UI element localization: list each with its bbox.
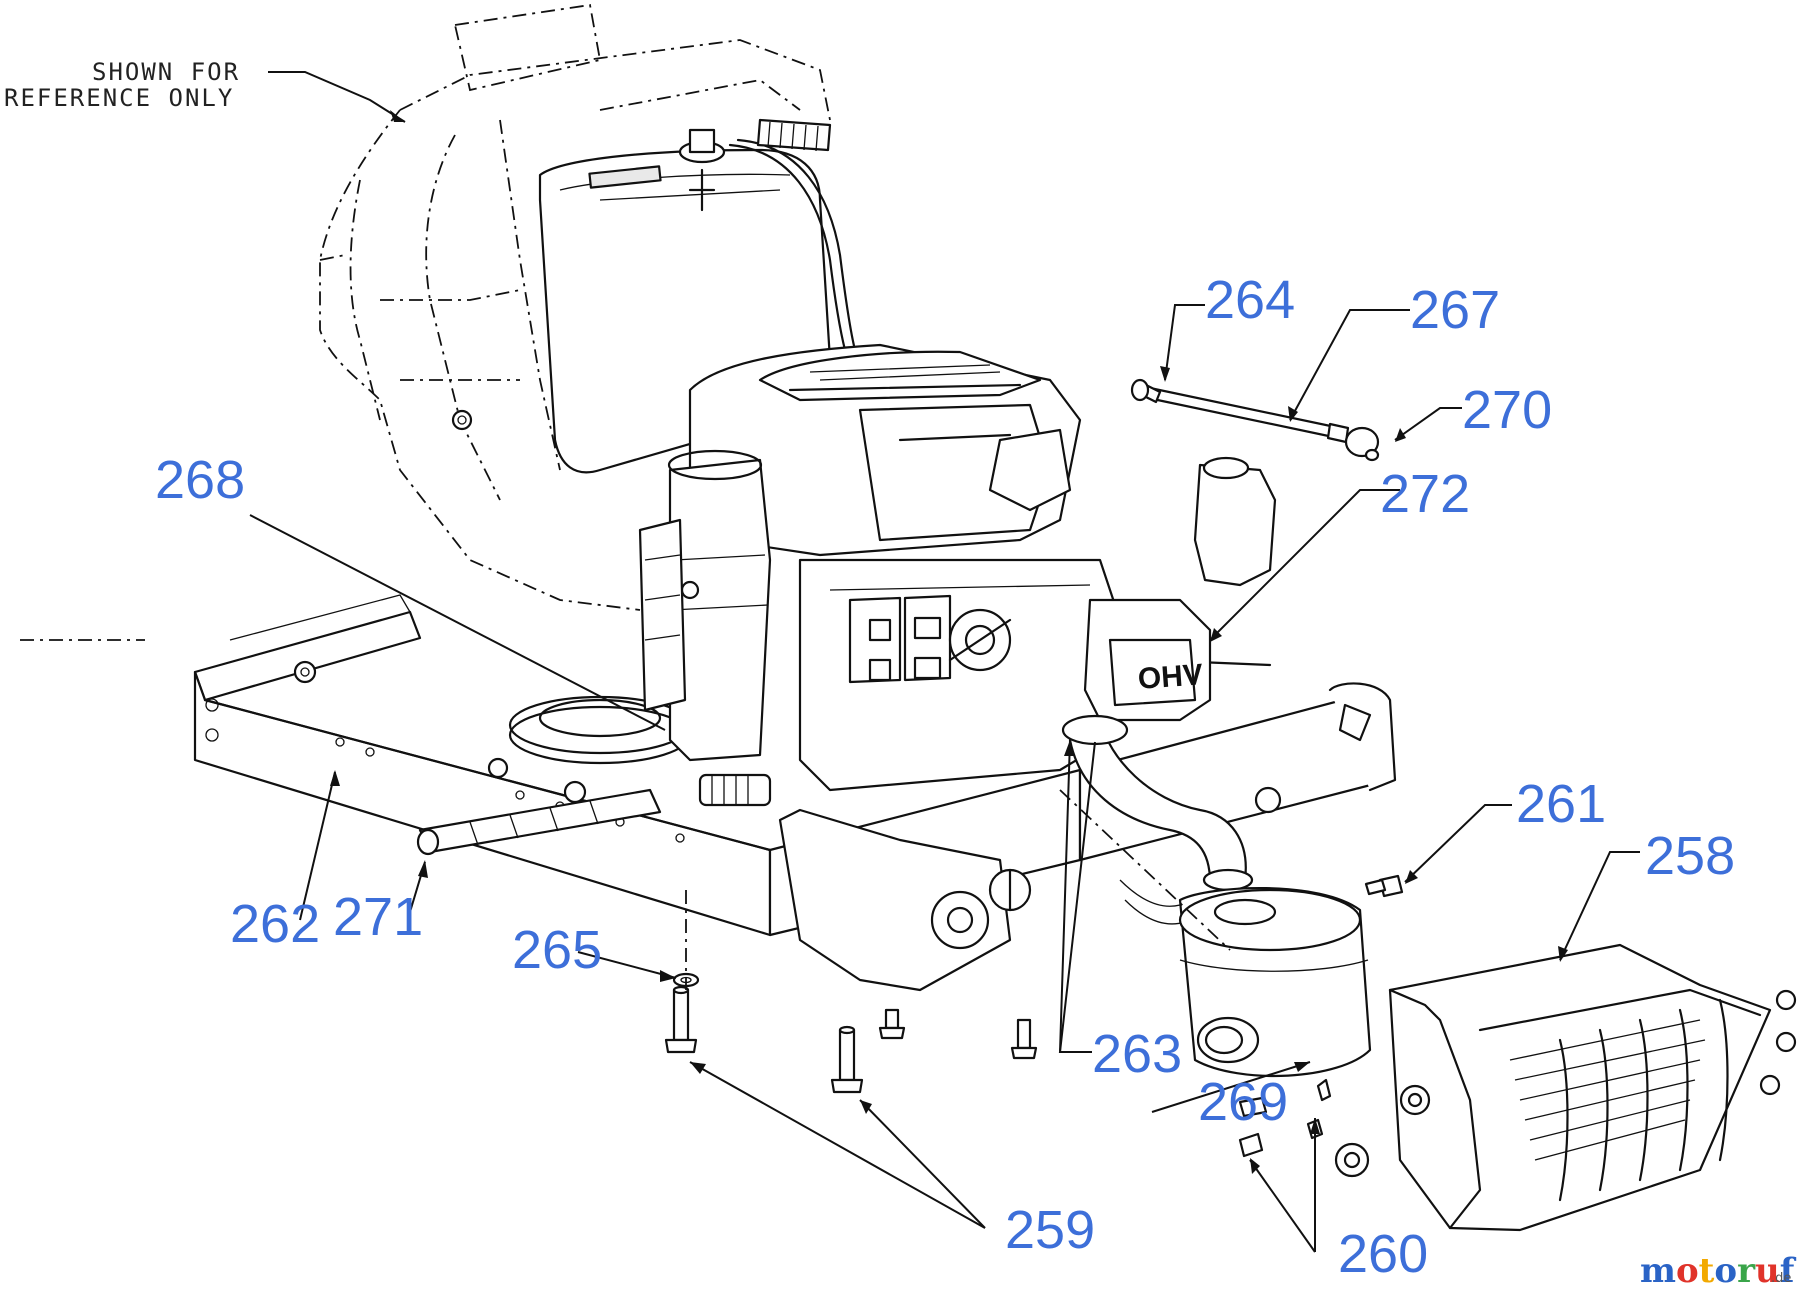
bolt-261 [1364,874,1404,898]
axle-rod [416,788,662,856]
callout-267: 267 [1410,280,1500,340]
callout-265: 265 [512,920,602,980]
logo-letter: f [1780,1251,1797,1291]
bolt-frame-a [1010,1018,1038,1060]
exhaust-system [1061,714,1372,1078]
reference-note-line-2: REFERENCE ONLY [4,84,234,112]
tractor-frame [193,594,1397,992]
bolt-frame-b [878,1008,906,1040]
watermark-logo: motoruf .de [1640,1251,1797,1291]
svg-text:motoruf: motoruf [1640,1251,1797,1291]
seat-fender-reference [319,3,831,611]
reference-note-line-1: SHOWN FOR [92,58,240,86]
callout-264: 264 [1205,270,1295,330]
callout-270: 270 [1462,380,1552,440]
connector-plug [698,773,772,807]
bolt-259a [664,985,698,1054]
logo-letter: m [1640,1251,1676,1291]
callout-271: 271 [333,887,423,947]
logo-letter: o [1714,1251,1737,1291]
valve-cover: OHV [1083,598,1212,722]
leader-lines [249,71,1640,1253]
engine: OHV [638,343,1277,807]
heat-shield [1334,943,1797,1232]
callout-268: 268 [155,450,245,510]
logo-suffix: .de [1771,1271,1791,1286]
center-lines [20,639,1231,990]
tie-rod [1130,378,1380,462]
muffler [1178,887,1372,1078]
bolt-260a [1238,1078,1332,1118]
callout-258: 258 [1645,826,1735,886]
bolt-259b [830,1025,864,1094]
logo-letter: motoruf [1640,1251,1797,1291]
part-callouts: 258 259 260 261 262 263 264 265 267 268 … [155,270,1735,1284]
logo-letter: o [1676,1251,1699,1291]
callout-259: 259 [1005,1200,1095,1260]
cooling-fins [848,594,952,684]
callout-263: 263 [1092,1024,1182,1084]
reference-note: SHOWN FOR REFERENCE ONLY [4,58,240,112]
logo-letter: u [1755,1251,1780,1291]
logo-letter: t [1699,1251,1715,1291]
logo-letter: r [1737,1251,1756,1291]
bellows [756,118,832,152]
callout-260: 260 [1338,1224,1428,1284]
shield-slots [1509,998,1729,1202]
callout-272: 272 [1380,464,1470,524]
callout-269: 269 [1198,1072,1288,1132]
engine-badge: OHV [1137,658,1204,695]
callout-261: 261 [1516,774,1606,834]
leader-arrows [330,110,1568,1174]
callout-262: 262 [230,894,320,954]
